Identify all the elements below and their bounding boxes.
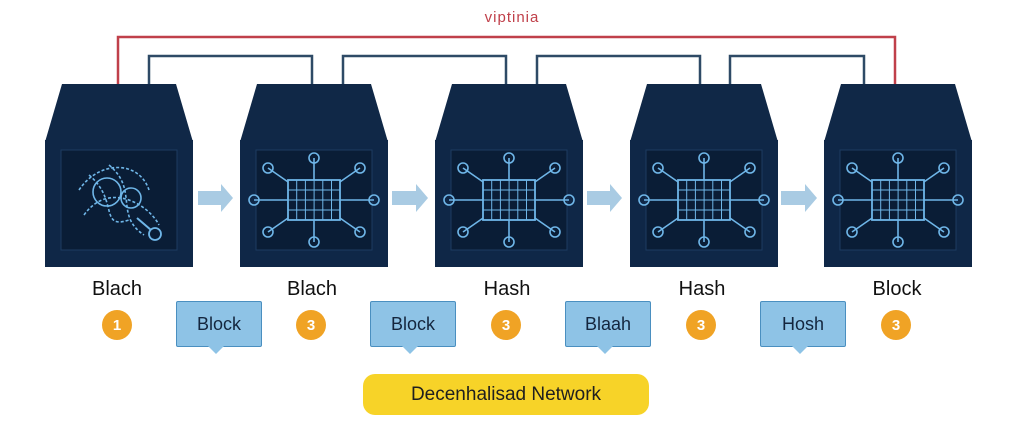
block-label-3: Hash	[483, 278, 531, 300]
flow-arrow-icon	[392, 184, 428, 212]
block-server-2	[240, 84, 388, 267]
tangle-path	[78, 166, 150, 191]
server-top	[435, 84, 583, 142]
spoke-node	[938, 162, 950, 174]
spoke-node	[248, 194, 260, 206]
spoke-node	[744, 226, 756, 238]
block-server-3	[435, 84, 583, 267]
spoke-node	[457, 226, 469, 238]
server-top	[240, 84, 388, 142]
spoke-node	[832, 194, 844, 206]
block-servers	[45, 84, 972, 267]
spoke-node	[308, 236, 320, 248]
spoke-node	[563, 194, 575, 206]
spoke-node	[262, 226, 274, 238]
block-label-1: Blach	[91, 278, 143, 300]
spoke-node	[652, 226, 664, 238]
tangle-ring	[92, 177, 122, 207]
block-server-1	[45, 84, 193, 267]
spoke-node	[846, 162, 858, 174]
callout-hash-1: Blaah	[565, 301, 651, 354]
tangle-path	[108, 164, 145, 236]
red-connector-line	[116, 35, 897, 115]
flow-arrow-icon	[198, 184, 233, 212]
spoke-node	[368, 194, 380, 206]
flow-arrows	[198, 184, 817, 212]
spoke-node	[744, 162, 756, 174]
spoke-node	[758, 194, 770, 206]
spoke-node	[457, 162, 469, 174]
block-server-5	[824, 84, 972, 267]
spoke-node	[652, 162, 664, 174]
diagram-title: viptinia	[484, 9, 540, 26]
spoke-node	[503, 152, 515, 164]
spoke-node	[638, 194, 650, 206]
block-badge-5: 3	[881, 310, 911, 340]
callout-hash-2: Hosh	[760, 301, 846, 354]
block-server-4	[630, 84, 778, 267]
spoke-node	[503, 236, 515, 248]
block-badge-2: 3	[296, 310, 326, 340]
spoke-node	[354, 226, 366, 238]
tangle-path	[83, 196, 160, 226]
spoke-node	[262, 162, 274, 174]
block-badge-4: 3	[686, 310, 716, 340]
spoke-node	[354, 162, 366, 174]
spoke-node	[549, 162, 561, 174]
block-label-4: Hash	[678, 278, 726, 300]
spoke-node	[308, 152, 320, 164]
tangle-ring	[120, 187, 142, 209]
block-badge-3: 3	[491, 310, 521, 340]
callout-block-1: Block	[176, 301, 262, 354]
block-badge-1: 1	[102, 310, 132, 340]
spoke-node	[952, 194, 964, 206]
server-top	[824, 84, 972, 142]
callout-block-2: Block	[370, 301, 456, 354]
server-top	[45, 84, 193, 142]
spoke-node	[443, 194, 455, 206]
decentralized-network-badge: Decenhalisad Network	[363, 374, 649, 415]
spoke-node	[549, 226, 561, 238]
spoke-node	[698, 152, 710, 164]
spoke-node	[892, 236, 904, 248]
flow-arrow-icon	[587, 184, 622, 212]
spoke-node	[698, 236, 710, 248]
tangle-handle	[136, 217, 152, 231]
block-label-5: Block	[872, 278, 922, 300]
spoke-node	[938, 226, 950, 238]
spoke-node	[892, 152, 904, 164]
block-label-2: Blach	[286, 278, 338, 300]
server-top	[630, 84, 778, 142]
tangle-node	[148, 227, 162, 241]
flow-arrow-icon	[781, 184, 817, 212]
spoke-node	[846, 226, 858, 238]
network-label: Decenhalisad Network	[410, 383, 602, 405]
